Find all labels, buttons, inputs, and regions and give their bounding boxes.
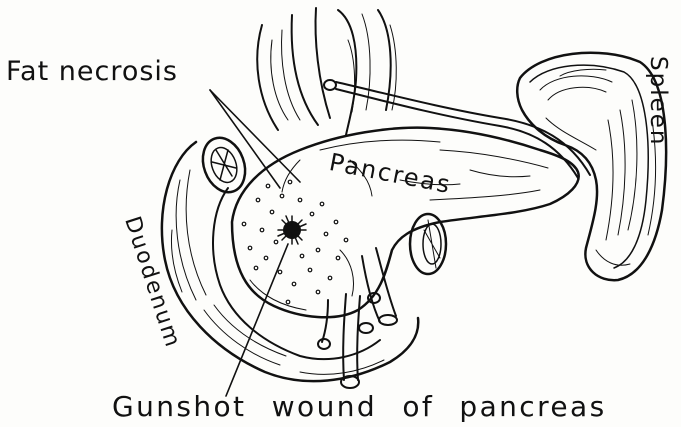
spleen-label: Spleen	[646, 56, 669, 146]
gunshot-wound	[278, 216, 306, 244]
fat-necrosis-label: Fat necrosis	[6, 58, 178, 85]
great-vessels	[257, 8, 396, 135]
gunshot-wound-label: Gunshot wound of pancreas	[112, 393, 607, 421]
spleen-organ	[517, 53, 666, 280]
mesenteric-vessels	[318, 214, 446, 388]
fat-necrosis-spots	[242, 180, 348, 304]
